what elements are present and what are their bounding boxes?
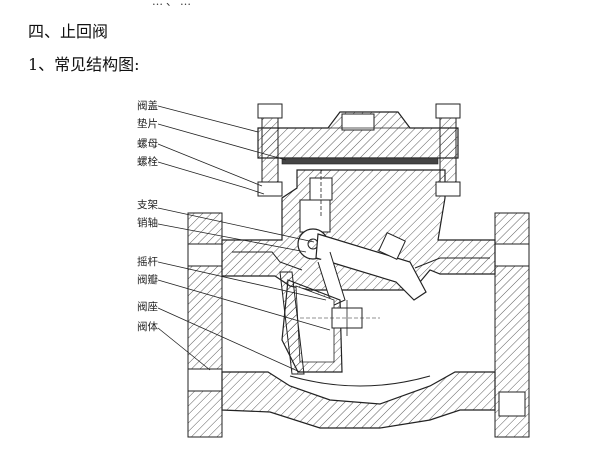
label-bonnet: 阀盖: [137, 100, 158, 112]
disc-nut: [300, 300, 380, 336]
right-flange: [494, 212, 530, 438]
bolt-left: [257, 103, 283, 197]
gasket: [281, 157, 439, 165]
valve-seat: [279, 271, 305, 375]
subsection-title: 1、常见结构图:: [28, 55, 140, 74]
label-bolt: 螺栓: [137, 156, 158, 168]
label-bracket: 支架: [137, 199, 158, 211]
label-disc: 阀瓣: [137, 274, 158, 286]
leader-lines: [157, 105, 331, 373]
swing-arm: [315, 232, 427, 307]
label-nut: 螺母: [137, 138, 158, 150]
label-swing-arm: 摇杆: [137, 256, 158, 268]
left-flange: [187, 212, 223, 438]
bonnet: [257, 111, 459, 159]
valve-body: [221, 169, 496, 429]
label-pin-shaft: 销轴: [137, 217, 158, 229]
bracket: [299, 170, 333, 233]
label-seat: 阀座: [137, 301, 158, 313]
label-body: 阀体: [137, 321, 158, 333]
label-gasket: 垫片: [137, 118, 158, 130]
top-text-fragment: …、…: [152, 0, 194, 8]
section-title: 四、止回阀: [28, 22, 109, 41]
bolt-right: [435, 103, 461, 197]
